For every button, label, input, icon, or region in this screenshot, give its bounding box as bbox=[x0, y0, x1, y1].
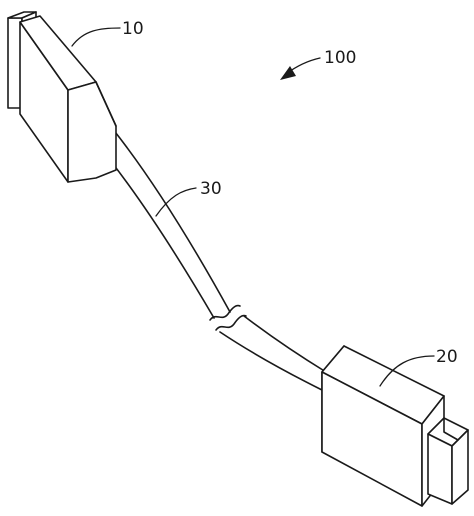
ref-20-label: 20 bbox=[436, 347, 458, 367]
second-connector-plug-front bbox=[427, 433, 453, 505]
ref-10: 10 bbox=[71, 19, 144, 47]
second-connector-plug-inner-edge bbox=[443, 417, 459, 441]
first-connector-housing-side-edge bbox=[95, 81, 117, 127]
ref-20: 20 bbox=[379, 347, 458, 387]
ref-100: 100 bbox=[280, 48, 356, 80]
cable-lower-edge-left bbox=[219, 331, 323, 391]
ref-100-label: 100 bbox=[324, 48, 356, 68]
ref-100-arrowhead bbox=[280, 66, 296, 80]
cable-break-mark-upper bbox=[209, 304, 241, 321]
second-connector bbox=[321, 345, 469, 507]
first-connector bbox=[7, 11, 117, 183]
ref-30-label: 30 bbox=[200, 179, 222, 199]
cable-upper-edge-right bbox=[111, 127, 231, 313]
second-connector-plug-side bbox=[451, 429, 469, 505]
ref-30: 30 bbox=[155, 179, 222, 217]
ref-20-leader bbox=[379, 355, 435, 387]
cable bbox=[91, 125, 327, 391]
cable-lower-edge-right bbox=[243, 315, 327, 373]
ref-10-leader bbox=[71, 27, 121, 47]
cable-break-mark-lower bbox=[215, 314, 247, 331]
ref-10-label: 10 bbox=[122, 19, 144, 39]
ref-30-leader bbox=[155, 187, 197, 217]
first-connector-housing-side bbox=[67, 81, 117, 183]
